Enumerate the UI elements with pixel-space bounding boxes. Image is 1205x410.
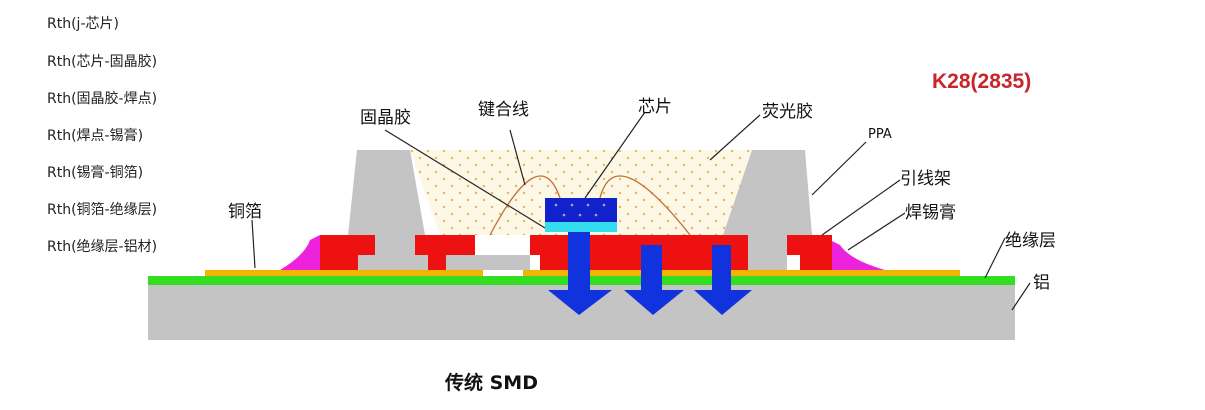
label-chip: 芯片	[638, 97, 672, 117]
heat-arrow	[694, 245, 752, 315]
ppa-housing-right	[723, 150, 812, 270]
label-die-attach: 固晶胶	[360, 108, 411, 128]
heat-arrow	[624, 245, 684, 315]
foil-gap	[483, 270, 523, 276]
heat-arrow	[548, 232, 612, 315]
label-lead-frame: 引线架	[900, 169, 951, 189]
rth-item: Rth(芯片-固晶胶)	[47, 54, 158, 70]
bond-wire-left	[489, 175, 561, 236]
die-attach	[545, 222, 617, 232]
label-ppa: PPA	[868, 127, 892, 142]
label-aluminum: 铝	[1033, 273, 1050, 293]
label-bond-wire: 键合线	[478, 100, 529, 120]
phosphor-encapsulant	[410, 150, 752, 235]
solder-paste-left	[280, 235, 320, 270]
rth-item: Rth(焊点-锡膏)	[47, 128, 144, 144]
heat-flow-arrows	[548, 232, 752, 315]
label-insulation: 绝缘层	[1005, 231, 1056, 251]
chip-dots	[554, 203, 606, 217]
label-copper-foil: 铜箔	[228, 202, 262, 222]
caption: 传统 SMD	[445, 372, 538, 394]
leader-lines	[251, 111, 1031, 311]
rth-item: Rth(绝缘层-铝材)	[47, 239, 158, 255]
chip	[545, 198, 617, 222]
rth-item: Rth(j-芯片)	[47, 16, 119, 32]
rth-item: Rth(锡膏-铜箔)	[47, 165, 144, 181]
rth-item: Rth(固晶胶-焊点)	[47, 91, 158, 107]
bond-wire-right	[599, 175, 691, 236]
label-phosphor: 荧光胶	[762, 102, 813, 122]
solder-paste-right	[830, 240, 885, 270]
label-solder-paste: 焊锡膏	[905, 203, 956, 223]
rth-item: Rth(铜箔-绝缘层)	[47, 202, 158, 218]
model-name: K28(2835)	[932, 70, 1032, 93]
